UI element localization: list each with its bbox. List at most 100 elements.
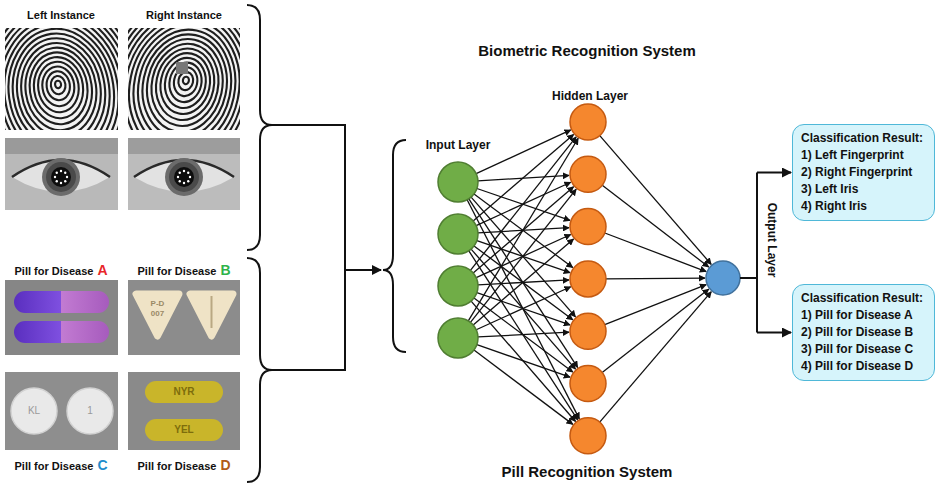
connection [478, 332, 569, 337]
ridge [128, 28, 240, 130]
iris-dot [177, 176, 179, 178]
connection [469, 251, 578, 420]
brow-shade [128, 138, 240, 154]
system-title: Pill Recognition System [502, 464, 673, 479]
oval-tablet [145, 419, 223, 441]
fingerprint-patch [176, 62, 188, 74]
ridge [128, 28, 240, 130]
ridge [5, 28, 118, 130]
hidden-neuron [570, 366, 606, 402]
iris-dot [60, 182, 62, 184]
connection [468, 138, 578, 321]
ridge [5, 28, 118, 130]
layer-label: Output Layer [766, 203, 778, 278]
connection [602, 289, 709, 372]
hidden-neuron [570, 156, 606, 192]
ridge [5, 28, 112, 130]
ridge [182, 76, 189, 85]
join-wire [272, 125, 345, 370]
ridge [5, 28, 118, 130]
connection [476, 130, 571, 174]
result-item: 4) Pill for Disease D [801, 358, 926, 375]
pill-label: Pill for DiseaseB [138, 263, 231, 277]
iris-tile [128, 138, 240, 210]
eye-white [134, 160, 234, 192]
connection [467, 200, 579, 419]
brow-shade [5, 138, 118, 154]
iris-dot [189, 176, 191, 178]
ridge [5, 28, 118, 130]
disease-letter: B [220, 263, 230, 277]
pill-imprint: NYR [173, 387, 194, 397]
system-title: Biometric Recognition System [478, 43, 696, 58]
ridge [40, 64, 77, 108]
ridge [5, 28, 118, 130]
ridge [128, 28, 240, 130]
instance-label: Left Instance [27, 10, 95, 21]
pill-imprint: KL [28, 406, 40, 416]
pupil [174, 167, 194, 187]
tablet [136, 294, 179, 336]
pill-imprint: 007 [151, 310, 164, 318]
pill-caption: Pill for Disease [15, 461, 94, 472]
connection [471, 197, 575, 317]
disease-letter: D [220, 458, 230, 472]
result-item: 4) Right Iris [801, 198, 926, 215]
input-neuron [438, 162, 478, 202]
pill-imprint: P-D [151, 300, 165, 308]
hidden-neuron [570, 261, 606, 297]
pill-tile [128, 280, 240, 355]
result-heading: Classification Result: [801, 130, 926, 147]
iris-dot [56, 172, 58, 174]
hidden-neuron [570, 104, 606, 140]
disease-letter: A [97, 263, 107, 277]
pill-caption: Pill for Disease [15, 266, 94, 277]
input-neuron [438, 266, 478, 306]
output-wire [740, 277, 757, 279]
output-arrow [757, 172, 791, 174]
hidden-neuron [570, 313, 606, 349]
result-item: 3) Pill for Disease C [801, 341, 926, 358]
ridge [5, 28, 118, 130]
hidden-neuron [570, 418, 606, 454]
connection [477, 345, 570, 378]
round-tablet [67, 388, 113, 434]
result-item: 2) Right Fingerprint [801, 164, 926, 181]
connection [605, 285, 707, 325]
iris-dot [179, 180, 181, 182]
neural-network [438, 104, 740, 454]
disease-letter: C [97, 458, 107, 472]
ridge [128, 28, 240, 130]
connection [600, 136, 711, 265]
result-item: 1) Left Fingerprint [801, 147, 926, 164]
round-tablet [11, 388, 57, 434]
eye-white [12, 160, 110, 192]
connection [606, 277, 705, 279]
ridge [128, 28, 240, 130]
connection [600, 292, 712, 422]
iris-left [5, 138, 118, 210]
ridge [128, 28, 240, 130]
ridge [128, 28, 240, 130]
pill-label: Pill for DiseaseD [138, 458, 231, 472]
ridge [45, 70, 72, 102]
connection [471, 301, 575, 421]
input-neuron [438, 318, 478, 358]
result-heading: Classification Result: [801, 290, 926, 307]
connection [471, 249, 575, 369]
layer-label: Hidden Layer [552, 90, 628, 102]
iris-dot [64, 172, 66, 174]
connection [602, 185, 708, 267]
result-item: 1) Pill for Disease A [801, 307, 926, 324]
ridge [50, 75, 67, 95]
pill-tile [128, 372, 240, 450]
oval-tablet [145, 381, 223, 403]
score-line [211, 296, 213, 328]
iris-dots [54, 170, 191, 184]
output-wire [756, 173, 758, 333]
pupil [51, 167, 71, 187]
pill-label: Pill for DiseaseA [15, 263, 108, 277]
